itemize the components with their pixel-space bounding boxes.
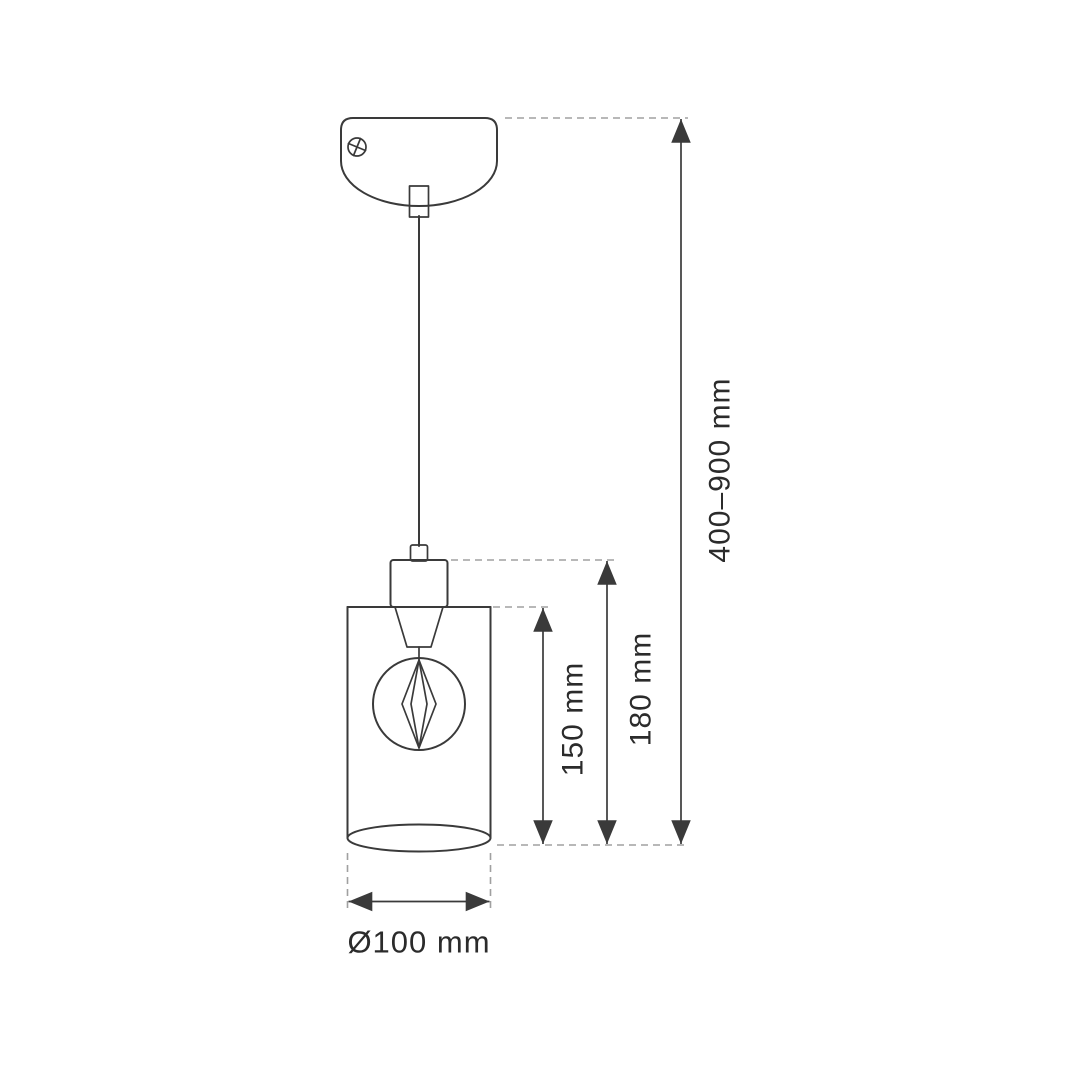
socket bbox=[389, 544, 449, 608]
filament-crystal-outer bbox=[401, 659, 437, 749]
cord-grip bbox=[409, 544, 429, 562]
dimension-shade-height: 150 mm bbox=[493, 606, 590, 844]
shade-bottom-rim bbox=[346, 823, 492, 853]
dimension-fixture-height: 180 mm bbox=[451, 559, 658, 844]
dimension-shade-diameter: Ø100 mm bbox=[346, 853, 492, 960]
dimension-overall-height: 400–900 mm bbox=[497, 117, 737, 846]
light-bulb bbox=[372, 606, 466, 751]
overall-height-label: 400–900 mm bbox=[704, 377, 737, 562]
filament-crystal-inner bbox=[410, 659, 428, 749]
bulb-holder bbox=[394, 606, 444, 648]
screw-slot-2 bbox=[352, 137, 362, 157]
canopy-screw bbox=[347, 137, 367, 157]
glass-shade bbox=[346, 606, 492, 853]
ceiling-canopy bbox=[340, 117, 498, 218]
socket-body bbox=[389, 559, 449, 608]
bulb-glass bbox=[372, 657, 466, 751]
fixture-height-label: 180 mm bbox=[625, 632, 658, 746]
canopy-outline bbox=[340, 117, 498, 207]
shade-diameter-label: Ø100 mm bbox=[347, 925, 490, 960]
canopy-stem bbox=[408, 185, 430, 218]
shade-height-label: 150 mm bbox=[557, 662, 590, 776]
